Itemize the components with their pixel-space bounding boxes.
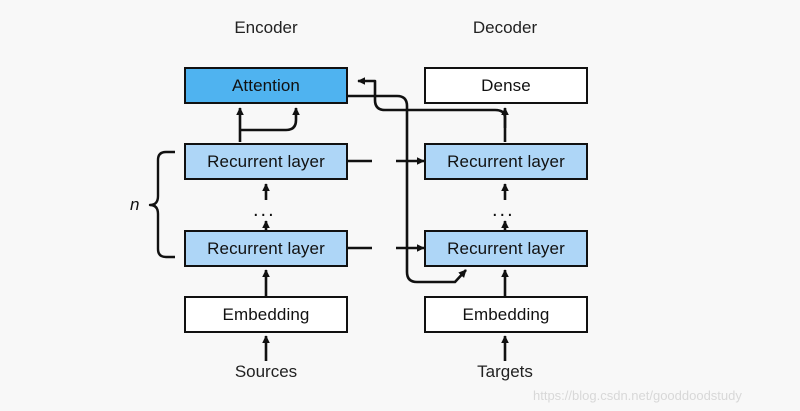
input-label-sources: Sources [234, 362, 298, 381]
section-title-decoder: Decoder [472, 18, 538, 37]
watermark: https://blog.csdn.net/gooddoodstudy [533, 388, 742, 403]
node-decoder-recurrent-layer-top[interactable]: Recurrent layer [424, 143, 588, 180]
decoder-stack-ellipsis: ... [492, 199, 515, 221]
node-dense[interactable]: Dense [424, 67, 588, 104]
repeat-brace [148, 150, 175, 259]
node-encoder-embedding[interactable]: Embedding [184, 296, 348, 333]
wire-enc-rnn-top-to-attention-branch [240, 107, 300, 132]
node-attention[interactable]: Attention [184, 67, 348, 104]
node-encoder-recurrent-layer-top[interactable]: Recurrent layer [184, 143, 348, 180]
input-label-targets: Targets [477, 362, 533, 381]
node-decoder-embedding[interactable]: Embedding [424, 296, 588, 333]
section-title-encoder: Encoder [234, 18, 298, 37]
repeat-count-label: n [130, 195, 140, 214]
node-decoder-recurrent-layer-bottom[interactable]: Recurrent layer [424, 230, 588, 267]
node-encoder-recurrent-layer-bottom[interactable]: Recurrent layer [184, 230, 348, 267]
encoder-stack-ellipsis: ... [253, 199, 276, 221]
